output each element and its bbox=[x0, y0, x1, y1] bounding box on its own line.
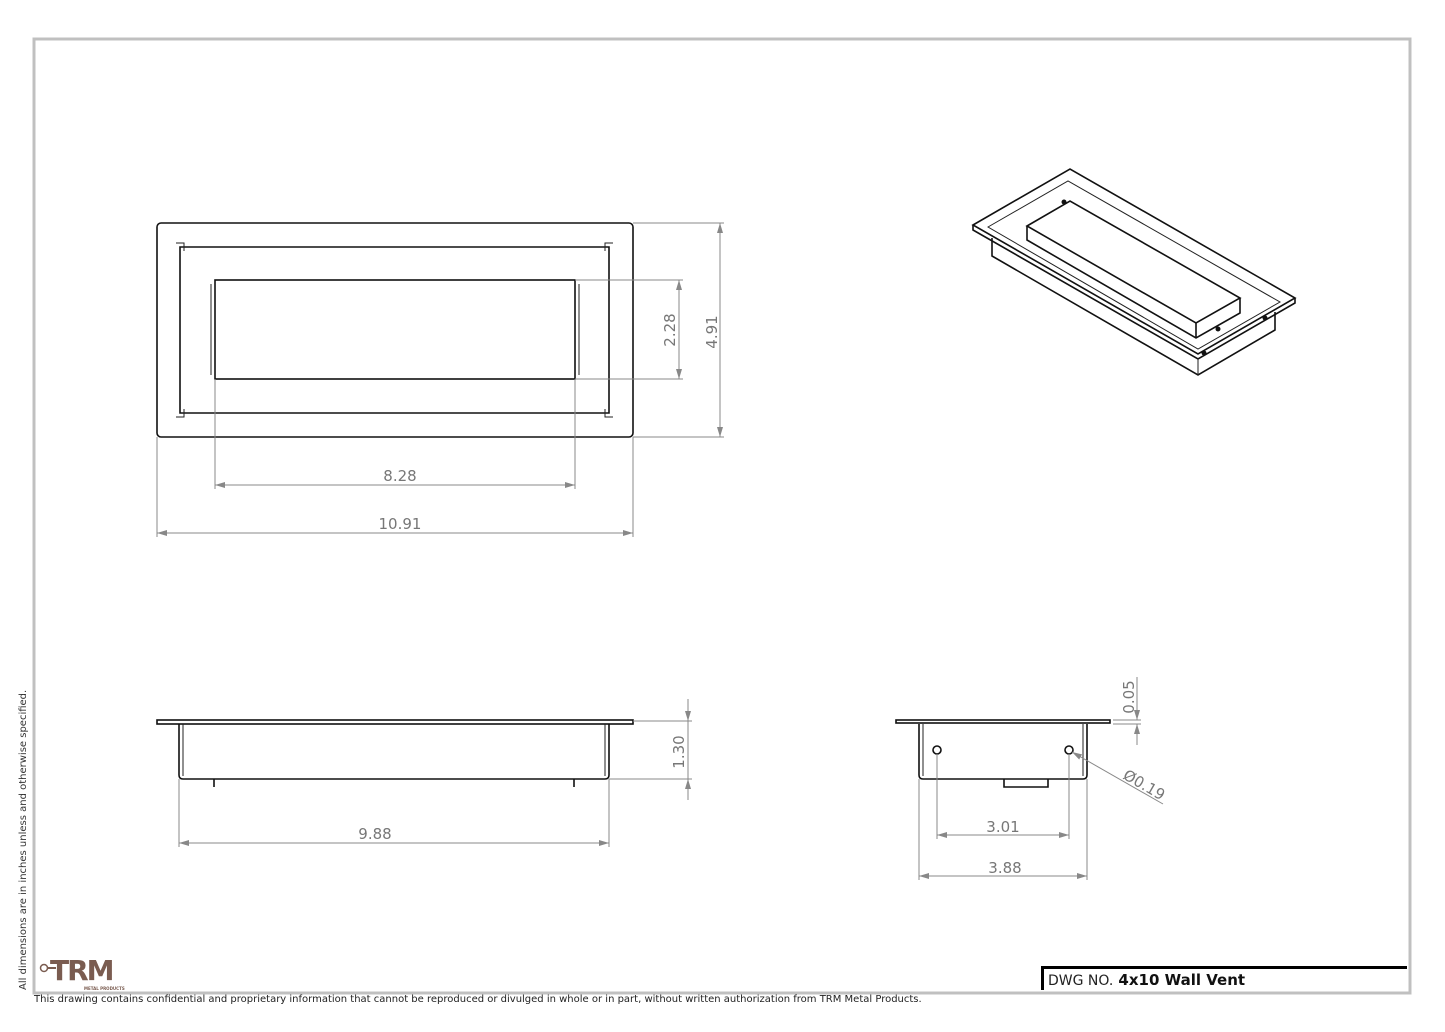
side-view bbox=[895, 719, 1111, 788]
isometric-view bbox=[971, 168, 1297, 376]
dwg-no-label: DWG NO. bbox=[1048, 973, 1114, 989]
dim-width-outer: 10.91 bbox=[379, 515, 422, 533]
dim-width-opening: 8.28 bbox=[383, 467, 416, 485]
front-view bbox=[156, 719, 634, 787]
dim-hole-diameter: Ø0.19 bbox=[1120, 766, 1168, 804]
dim-depth: 1.30 bbox=[670, 735, 688, 768]
units-note: All dimensions are in inches unless and … bbox=[18, 689, 29, 990]
title-block: DWG NO. 4x10 Wall Vent bbox=[1041, 966, 1407, 990]
dim-width-box-side: 3.88 bbox=[988, 859, 1021, 877]
dim-width-box-front: 9.88 bbox=[358, 825, 391, 843]
logo-subtext: METAL PRODUCTS bbox=[84, 986, 125, 991]
mounting-hole bbox=[932, 745, 942, 755]
logo-ring-icon bbox=[39, 963, 56, 973]
dim-hole-spacing: 3.01 bbox=[986, 818, 1019, 836]
dim-flange-thickness: 0.05 bbox=[1120, 680, 1138, 713]
sheet-border bbox=[32, 37, 1412, 995]
top-view bbox=[156, 222, 634, 438]
dim-height-outer: 4.91 bbox=[703, 315, 721, 348]
dwg-no-value: 4x10 Wall Vent bbox=[1118, 971, 1246, 989]
dim-height-opening: 2.28 bbox=[661, 313, 679, 346]
company-logo: TRM METAL PRODUCTS bbox=[39, 954, 130, 992]
confidentiality-note: This drawing contains confidential and p… bbox=[34, 994, 922, 1005]
front-view-dimensions: 1.30 9.88 bbox=[178, 699, 692, 847]
logo-text: TRM bbox=[50, 954, 115, 987]
mounting-hole bbox=[1064, 745, 1074, 755]
top-view-dimensions: 4.91 2.28 8.28 10.91 bbox=[156, 222, 724, 537]
